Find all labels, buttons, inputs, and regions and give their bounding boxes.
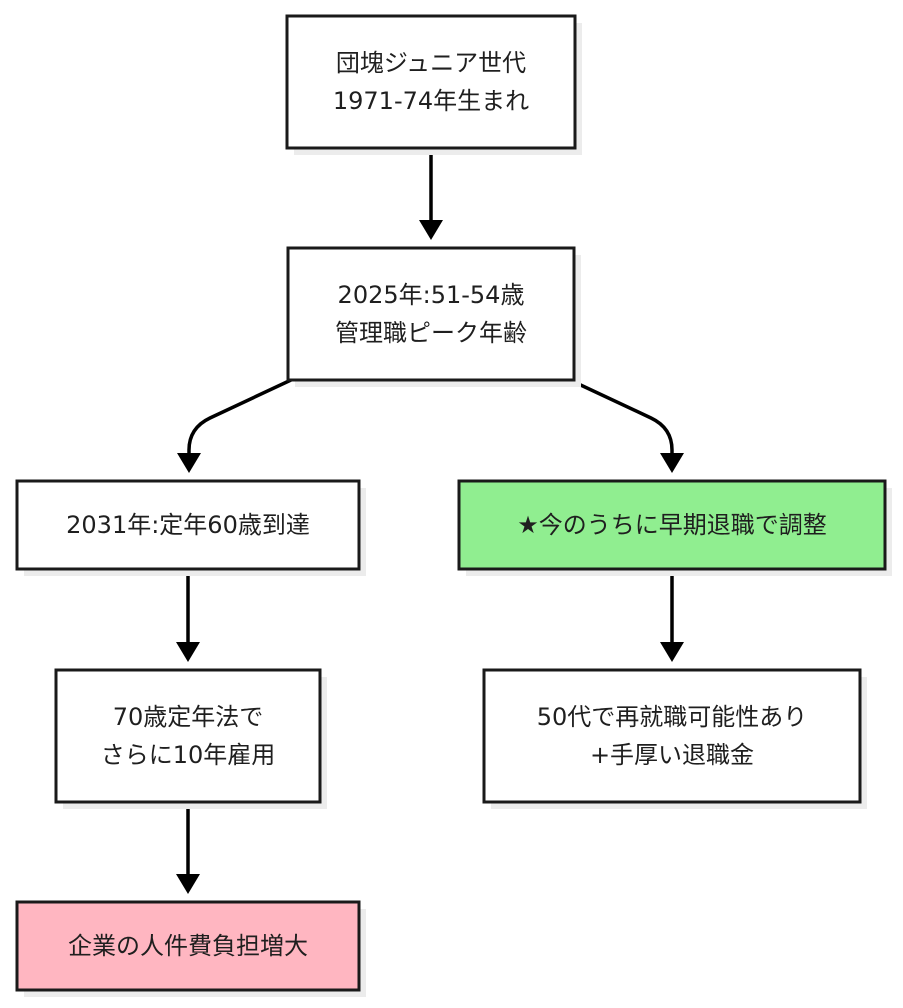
node-box xyxy=(54,668,322,804)
node-label-line: 2031年:定年60歳到達 xyxy=(66,511,310,539)
node-reemploy-50s: 50代で再就職可能性あり +手厚い退職金 xyxy=(482,668,867,809)
node-label-line: +手厚い退職金 xyxy=(590,741,754,769)
nodes-layer: 団塊ジュニア世代1971-74年生まれ2025年:51-54歳管理職ピーク年齢2… xyxy=(15,14,892,997)
node-label-line: 50代で再就職可能性あり xyxy=(537,703,808,731)
node-box xyxy=(482,668,862,804)
node-box xyxy=(457,479,887,571)
arrowhead-early-retire xyxy=(660,453,684,473)
arrowhead-peak-2025 xyxy=(419,220,443,240)
arrowhead-cost-increase xyxy=(176,874,200,894)
node-label-line: さらに10年雇用 xyxy=(101,741,276,769)
node-retire-2031: 2031年:定年60歳到達 xyxy=(15,479,366,576)
node-dankai-junior: 団塊ジュニア世代 1971-74年生まれ xyxy=(285,14,582,155)
node-box xyxy=(15,900,361,992)
edge-peak-2025-to-early-retire xyxy=(569,378,674,455)
node-label-line: 70歳定年法で xyxy=(113,703,264,731)
node-early-retire: ★今のうちに早期退職で調整 xyxy=(457,479,892,576)
node-label-line: 管理職ピーク年齢 xyxy=(335,319,527,347)
node-box xyxy=(286,246,576,382)
arrowhead-extend-70 xyxy=(176,642,200,662)
node-label-line: 1971-74年生まれ xyxy=(333,87,529,115)
edge-peak-2025-to-retire-2031 xyxy=(187,378,292,455)
node-box xyxy=(285,14,577,150)
node-label-line: 企業の人件費負担増大 xyxy=(68,932,308,960)
node-cost-increase: 企業の人件費負担増大 xyxy=(15,900,366,997)
node-box xyxy=(15,479,361,571)
node-label-line: 団塊ジュニア世代 xyxy=(336,49,526,77)
node-label-line: 2025年:51-54歳 xyxy=(338,281,525,309)
edges-layer xyxy=(176,148,684,894)
node-label-line: ★今のうちに早期退職で調整 xyxy=(517,511,827,539)
arrowhead-reemploy-50s xyxy=(660,642,684,662)
arrowhead-retire-2031 xyxy=(177,453,201,473)
